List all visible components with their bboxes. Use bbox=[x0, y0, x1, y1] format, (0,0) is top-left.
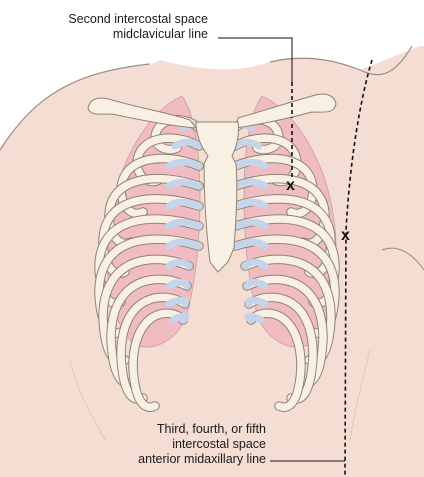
costal-cartilage-right-2 bbox=[235, 142, 259, 146]
x-marker-second-intercostal: x bbox=[286, 177, 295, 194]
costal-cartilage-left-11 bbox=[173, 316, 186, 320]
costal-cartilage-right-8 bbox=[245, 262, 265, 266]
x-marker-midaxillary: x bbox=[341, 227, 350, 244]
costal-cartilage-right-5 bbox=[235, 202, 265, 206]
costal-cartilage-right-4 bbox=[235, 182, 265, 186]
costal-cartilage-right-6 bbox=[235, 222, 265, 226]
label-anterior-midaxillary: Third, fourth, or fifth intercostal spac… bbox=[138, 422, 266, 467]
label-second-intercostal-space: Second intercostal space midclavicular l… bbox=[68, 12, 208, 42]
costal-cartilage-left-2 bbox=[175, 142, 199, 146]
costal-cartilage-left-6 bbox=[169, 222, 199, 226]
label-top-line1: Second intercostal space bbox=[68, 12, 208, 27]
costal-cartilage-left-4 bbox=[169, 182, 199, 186]
costal-cartilage-left-10 bbox=[169, 300, 185, 304]
costal-cartilage-left-7 bbox=[169, 242, 199, 246]
costal-cartilage-right-11 bbox=[248, 316, 261, 320]
costal-cartilage-right-7 bbox=[235, 242, 265, 246]
costal-cartilage-left-5 bbox=[169, 202, 199, 206]
costal-cartilage-right-3 bbox=[235, 162, 265, 166]
costal-cartilage-left-8 bbox=[169, 262, 189, 266]
costal-cartilage-left-3 bbox=[169, 162, 199, 166]
label-bottom-line3: anterior midaxillary line bbox=[138, 452, 266, 467]
costal-cartilage-right-10 bbox=[249, 300, 265, 304]
costal-cartilage-right-9 bbox=[247, 282, 265, 286]
label-bottom-line1: Third, fourth, or fifth bbox=[138, 422, 266, 437]
label-bottom-line2: intercostal space bbox=[138, 437, 266, 452]
costal-cartilage-left-9 bbox=[169, 282, 187, 286]
label-top-line2: midclavicular line bbox=[68, 27, 208, 42]
